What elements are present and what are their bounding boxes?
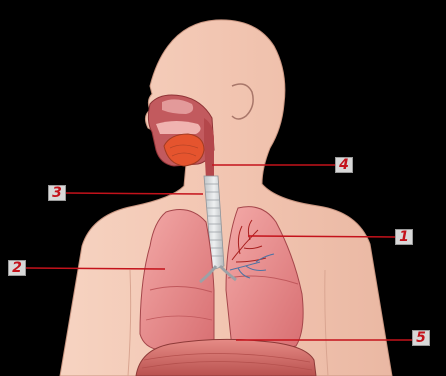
leader-line-2 bbox=[26, 268, 165, 269]
label-2: 2 bbox=[8, 260, 26, 276]
label-4-text: 4 bbox=[339, 158, 349, 172]
leader-line-1 bbox=[248, 236, 395, 237]
label-1-text: 1 bbox=[399, 230, 409, 244]
label-1: 1 bbox=[395, 229, 413, 245]
body-silhouette bbox=[60, 20, 392, 376]
leader-line-3 bbox=[66, 193, 203, 194]
label-5-text: 5 bbox=[416, 331, 426, 345]
label-5: 5 bbox=[412, 330, 430, 346]
label-3-text: 3 bbox=[52, 186, 62, 200]
label-3: 3 bbox=[48, 185, 66, 201]
label-4: 4 bbox=[335, 157, 353, 173]
label-2-text: 2 bbox=[12, 261, 22, 275]
